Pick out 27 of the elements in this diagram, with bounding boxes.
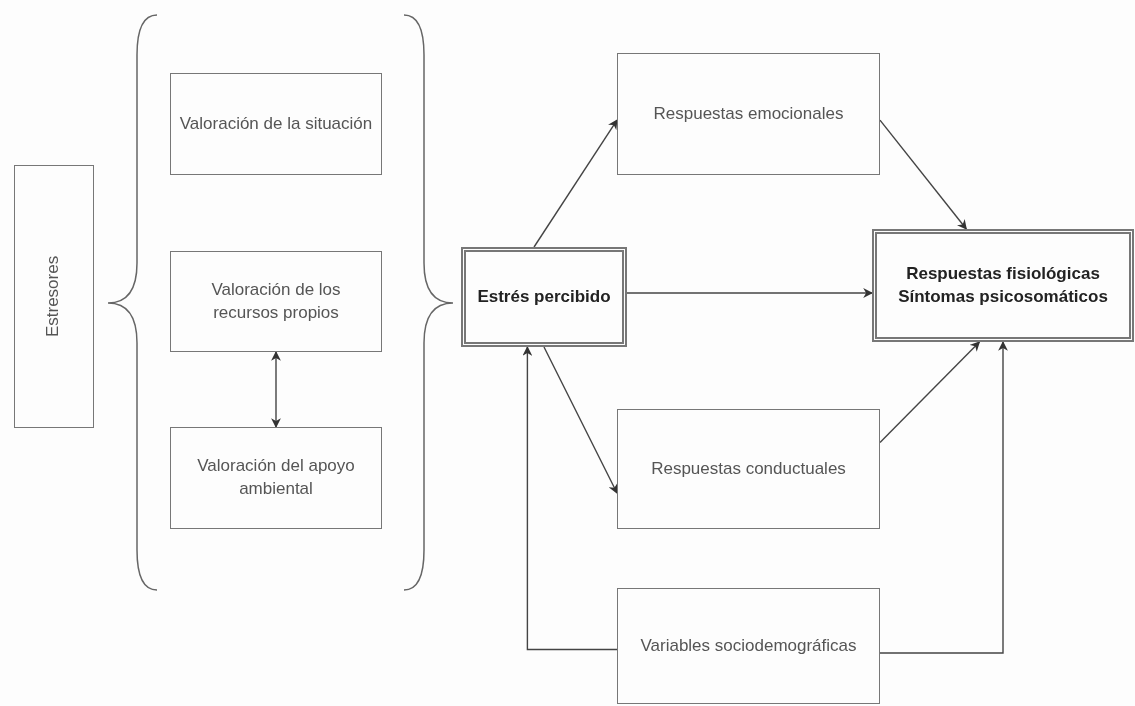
arrow <box>522 346 618 651</box>
double-bordered-box <box>461 247 627 347</box>
process-box <box>617 588 880 704</box>
node-label: Valoración del apoyo ambiental <box>196 455 356 500</box>
arrow <box>533 119 618 248</box>
arrow <box>879 341 981 444</box>
node-label: Valoración de la situación <box>179 112 373 135</box>
process-box <box>170 251 382 352</box>
node-label: Estresores <box>42 255 64 338</box>
arrow <box>879 119 968 230</box>
arrow <box>543 346 618 494</box>
process-box <box>617 53 880 175</box>
arrow <box>271 351 281 428</box>
node-label: Síntomas psicosomáticos <box>898 285 1108 308</box>
node-label: Estrés percibido <box>477 285 611 308</box>
node-label: Respuestas fisiológicas <box>906 262 1100 285</box>
process-box <box>617 409 880 529</box>
node-label: Variables sociodemográficas <box>640 634 857 657</box>
arrow <box>626 288 873 298</box>
double-bordered-box <box>872 229 1134 342</box>
node-label: Valoración de los recursos propios <box>210 278 342 324</box>
process-box <box>14 165 94 428</box>
process-box <box>170 73 382 175</box>
node-label: Respuestas emocionales <box>653 102 844 125</box>
process-box <box>170 427 382 529</box>
node-label: Respuestas conductuales <box>651 457 846 480</box>
arrow <box>879 341 1008 654</box>
